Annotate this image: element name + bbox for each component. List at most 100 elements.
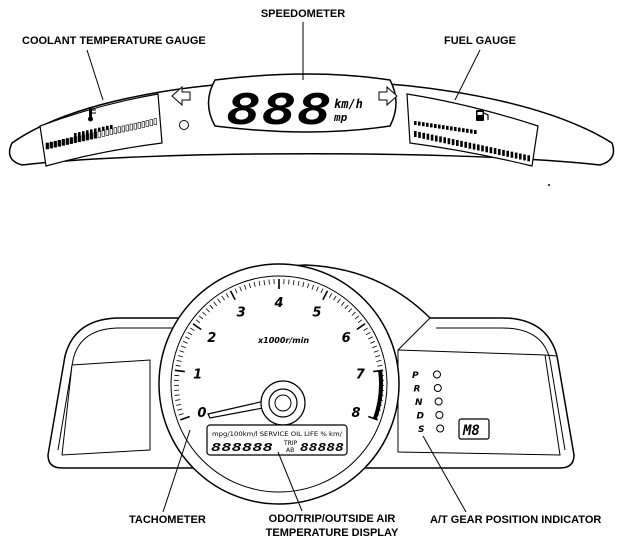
right-turn-arrow-icon bbox=[378, 85, 398, 107]
tach-number-4: 4 bbox=[273, 296, 283, 311]
coolant-segment bbox=[81, 134, 85, 142]
fuel-upper-segment bbox=[470, 129, 473, 134]
left-turn-arrow-icon bbox=[171, 85, 191, 107]
coolant-segment bbox=[149, 119, 153, 126]
at-gear-leader bbox=[422, 435, 467, 513]
tach-minor-tick bbox=[340, 301, 345, 306]
tachometer-unit: x1000r/min bbox=[257, 336, 309, 345]
tach-minor-tick bbox=[185, 336, 190, 340]
coolant-segment bbox=[125, 124, 129, 132]
fuel-segment bbox=[527, 155, 530, 162]
gear-position-S: S bbox=[418, 425, 424, 435]
tach-minor-tick bbox=[320, 288, 324, 294]
tach-minor-tick bbox=[187, 331, 193, 336]
tach-minor-tick bbox=[351, 311, 356, 316]
tach-minor-tick bbox=[329, 293, 333, 298]
tach-minor-tick bbox=[179, 350, 185, 353]
coolant-segment bbox=[109, 128, 113, 135]
fuel-segment bbox=[456, 140, 459, 146]
tachometer-leader bbox=[162, 429, 191, 513]
tach-minor-tick bbox=[373, 350, 379, 353]
speedometer-callout: SPEEDOMETER bbox=[261, 8, 345, 20]
coolant-segment bbox=[65, 138, 69, 145]
fuel-upper-segment bbox=[422, 122, 425, 127]
tach-minor-tick bbox=[368, 336, 373, 340]
tach-major-tick bbox=[229, 290, 236, 301]
manual-gear-display: M8 bbox=[462, 423, 480, 439]
coolant-upper-segment bbox=[82, 131, 85, 136]
fuel-leader bbox=[454, 49, 481, 101]
tach-minor-tick bbox=[333, 295, 337, 301]
trip-label: TRIP bbox=[283, 440, 298, 447]
tach-minor-tick bbox=[178, 413, 184, 416]
fuel-segment bbox=[489, 147, 493, 154]
coolant-segment bbox=[97, 131, 101, 138]
tach-minor-tick bbox=[302, 281, 305, 287]
tach-minor-tick bbox=[354, 315, 360, 320]
gear-lamp-R bbox=[433, 384, 442, 392]
tach-minor-tick bbox=[365, 331, 371, 336]
fuel-upper-segment bbox=[466, 128, 469, 133]
tach-minor-tick bbox=[370, 340, 376, 344]
coolant-segment bbox=[141, 121, 145, 128]
fuel-segment bbox=[439, 136, 442, 143]
tach-minor-tick bbox=[307, 283, 310, 289]
tach-minor-tick bbox=[209, 304, 214, 310]
tach-minor-tick bbox=[225, 293, 229, 298]
coolant-upper-segment bbox=[90, 129, 93, 134]
tach-minor-tick bbox=[372, 345, 378, 349]
tach-minor-tick bbox=[297, 280, 300, 286]
fuel-segment bbox=[519, 153, 522, 160]
odo-leader bbox=[277, 451, 303, 512]
tach-minor-tick bbox=[244, 284, 247, 290]
tach-minor-tick bbox=[202, 311, 207, 316]
tach-number-0: 0 bbox=[197, 406, 206, 421]
gear-position-N: N bbox=[415, 398, 423, 408]
fuel-segment bbox=[485, 146, 488, 153]
coolant-segment bbox=[93, 131, 97, 139]
gear-lamp-D bbox=[435, 411, 444, 419]
tach-minor-tick bbox=[176, 403, 182, 406]
fuel-segment bbox=[460, 140, 463, 147]
tachometer-ticks bbox=[174, 279, 384, 421]
odo-callout-line2: TEMPERATURE DISPLAY bbox=[266, 527, 399, 539]
tach-minor-tick bbox=[217, 298, 221, 304]
fuel-gauge-segments bbox=[414, 121, 530, 162]
tach-minor-tick bbox=[377, 364, 383, 367]
fuel-upper-segment bbox=[474, 130, 477, 134]
tach-major-tick bbox=[192, 323, 202, 331]
left-indicator-lamp bbox=[179, 120, 189, 130]
tach-number-6: 6 bbox=[342, 331, 351, 346]
gear-position-D: D bbox=[417, 412, 425, 422]
tachometer-callout: TACHOMETER bbox=[129, 514, 206, 526]
fuel-upper-segment bbox=[434, 124, 437, 128]
manual-gear-box bbox=[458, 418, 490, 440]
fuel-upper-segment bbox=[426, 122, 429, 127]
tach-minor-tick bbox=[363, 327, 369, 331]
gear-lamp-N bbox=[434, 397, 443, 406]
coolant-segment bbox=[145, 120, 149, 127]
tach-minor-tick bbox=[253, 281, 256, 287]
coolant-segment bbox=[53, 140, 57, 148]
tach-major-tick bbox=[174, 369, 185, 373]
tach-number-7: 7 bbox=[356, 367, 366, 382]
left-side-window bbox=[61, 359, 151, 456]
tach-minor-tick bbox=[263, 280, 266, 286]
tach-minor-tick bbox=[292, 280, 295, 286]
coolant-segment bbox=[137, 122, 141, 129]
tach-minor-tick bbox=[337, 298, 341, 304]
coolant-callout: COOLANT TEMPERATURE GAUGE bbox=[22, 35, 206, 47]
odometer-digits: 888888 bbox=[211, 441, 274, 454]
coolant-segment bbox=[101, 130, 105, 137]
fuel-segment bbox=[514, 152, 518, 159]
fuel-segment bbox=[447, 138, 451, 145]
coolant-segment bbox=[121, 125, 125, 133]
tach-minor-tick bbox=[175, 399, 181, 401]
info-display bbox=[206, 424, 348, 456]
tach-minor-tick bbox=[316, 286, 319, 292]
tach-minor-tick bbox=[348, 308, 353, 313]
tach-minor-tick bbox=[205, 308, 210, 313]
coolant-leader bbox=[86, 49, 104, 101]
coolant-upper-segment bbox=[94, 128, 97, 133]
